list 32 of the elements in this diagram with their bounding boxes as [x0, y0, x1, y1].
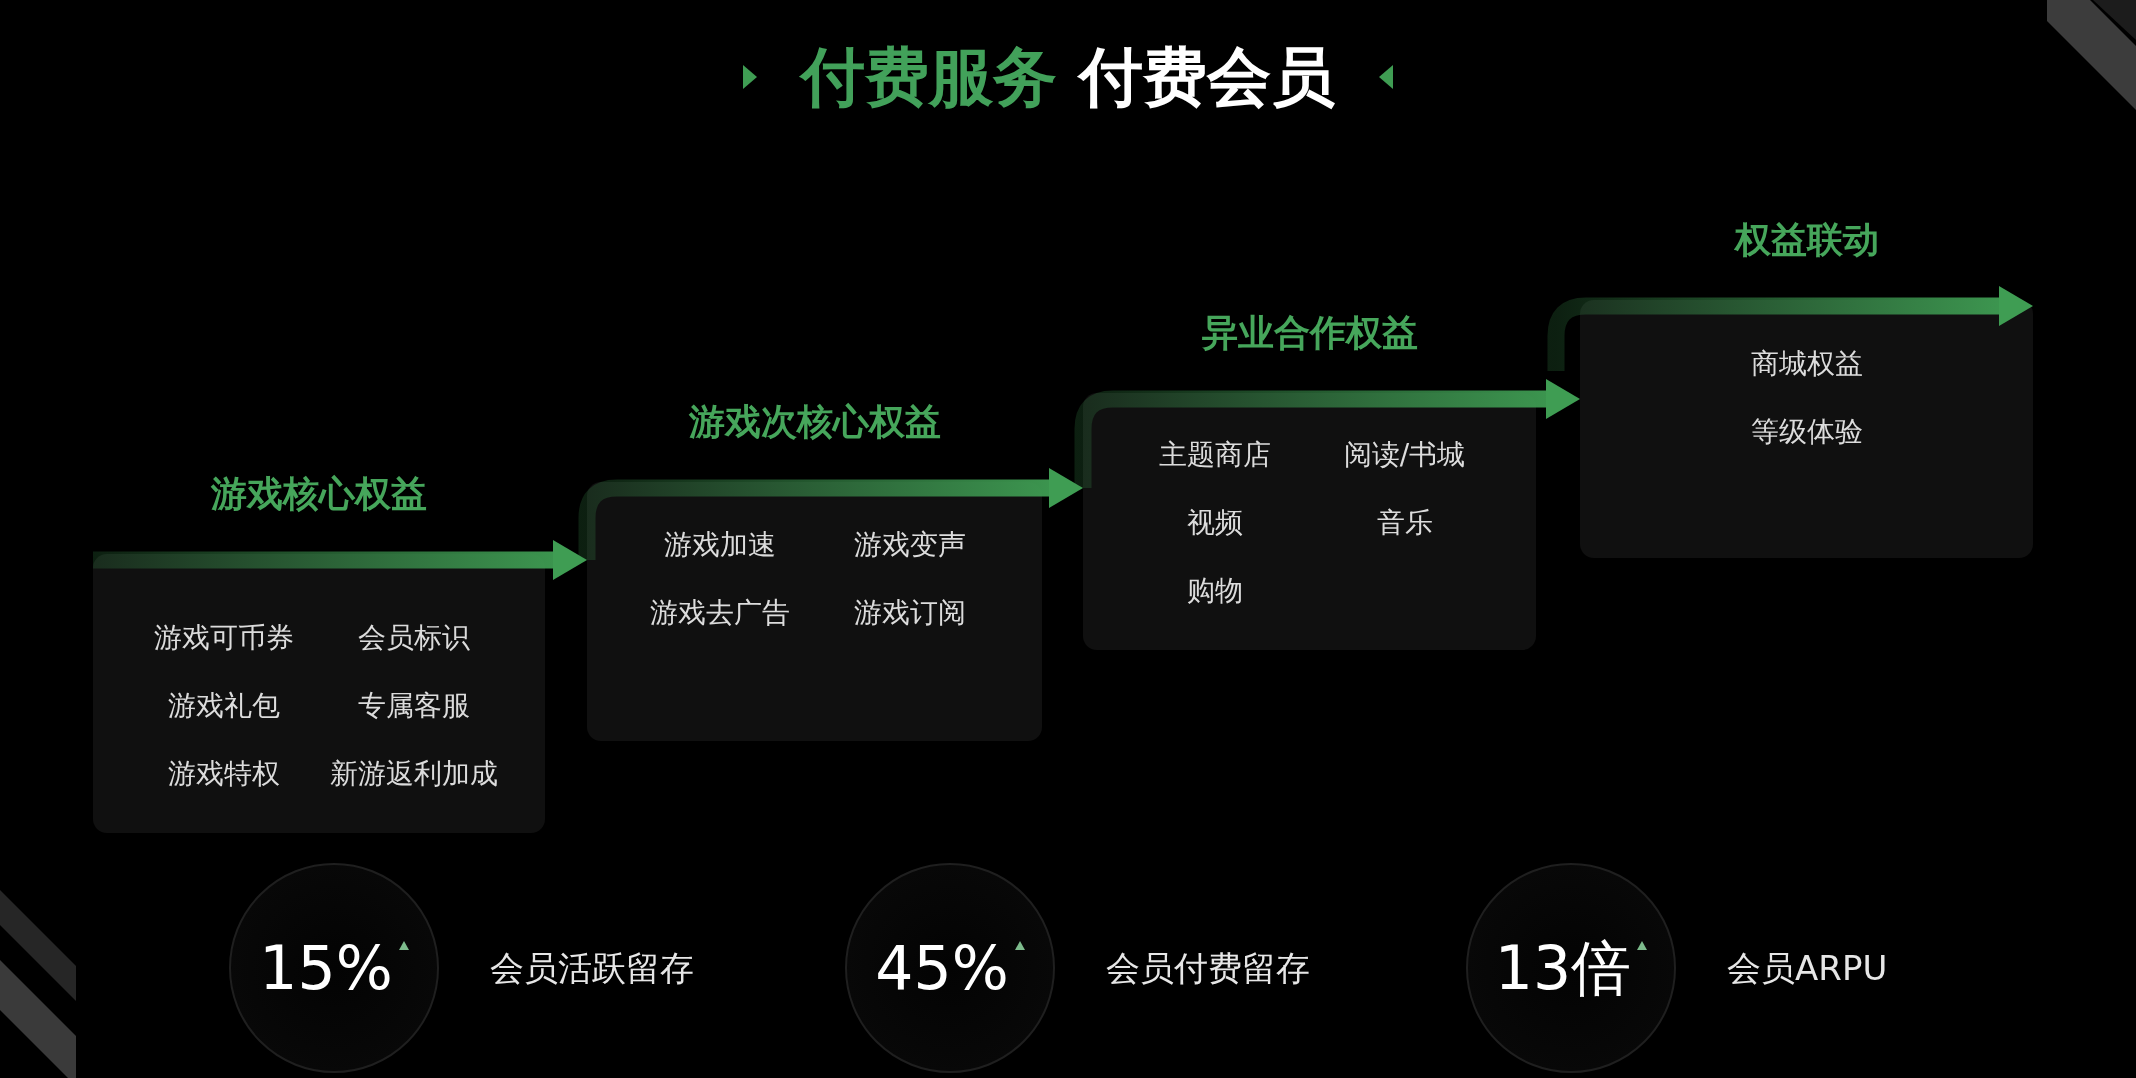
tier-heading: 游戏次核心权益 — [688, 400, 941, 444]
title: 付费服务 付费会员 — [800, 39, 1336, 116]
benefit-item: 视频 — [1186, 506, 1243, 540]
arrow — [1547, 286, 2033, 371]
benefit-item: 游戏特权 — [168, 757, 280, 791]
benefit-item: 游戏礼包 — [168, 689, 280, 723]
benefit-item: 游戏变声 — [853, 528, 966, 562]
benefit-item: 等级体验 — [1750, 415, 1863, 449]
benefit-item: 阅读/书城 — [1343, 438, 1466, 472]
benefit-item: 音乐 — [1376, 506, 1433, 540]
stat-label: 会员活跃留存 — [490, 948, 694, 988]
tier-heading: 游戏核心权益 — [211, 472, 427, 516]
benefit-item: 商城权益 — [1750, 347, 1863, 381]
benefit-item: 主题商店 — [1158, 438, 1271, 472]
benefit-item: 新游返利加成 — [330, 757, 498, 791]
stat-label: 会员付费留存 — [1106, 948, 1310, 988]
stat-value: 15% — [259, 933, 393, 1003]
benefit-item: 专属客服 — [358, 689, 470, 723]
benefit-item: 游戏去广告 — [649, 596, 790, 630]
stat-label: 会员ARPU — [1727, 948, 1888, 988]
stat-value: 45% — [875, 933, 1009, 1003]
arrow — [1074, 379, 1580, 488]
benefit-item: 游戏可币券 — [154, 621, 294, 655]
arrow — [578, 468, 1083, 560]
benefit-item: 会员标识 — [358, 621, 470, 655]
stat-value: 13倍 — [1494, 933, 1632, 1003]
benefit-item: 购物 — [1186, 574, 1243, 608]
benefit-item: 游戏订阅 — [853, 596, 966, 630]
tier-heading: 权益联动 — [1734, 218, 1879, 262]
tier-heading: 异业合作权益 — [1201, 311, 1418, 355]
arrow — [93, 540, 587, 580]
benefit-item: 游戏加速 — [663, 528, 776, 562]
